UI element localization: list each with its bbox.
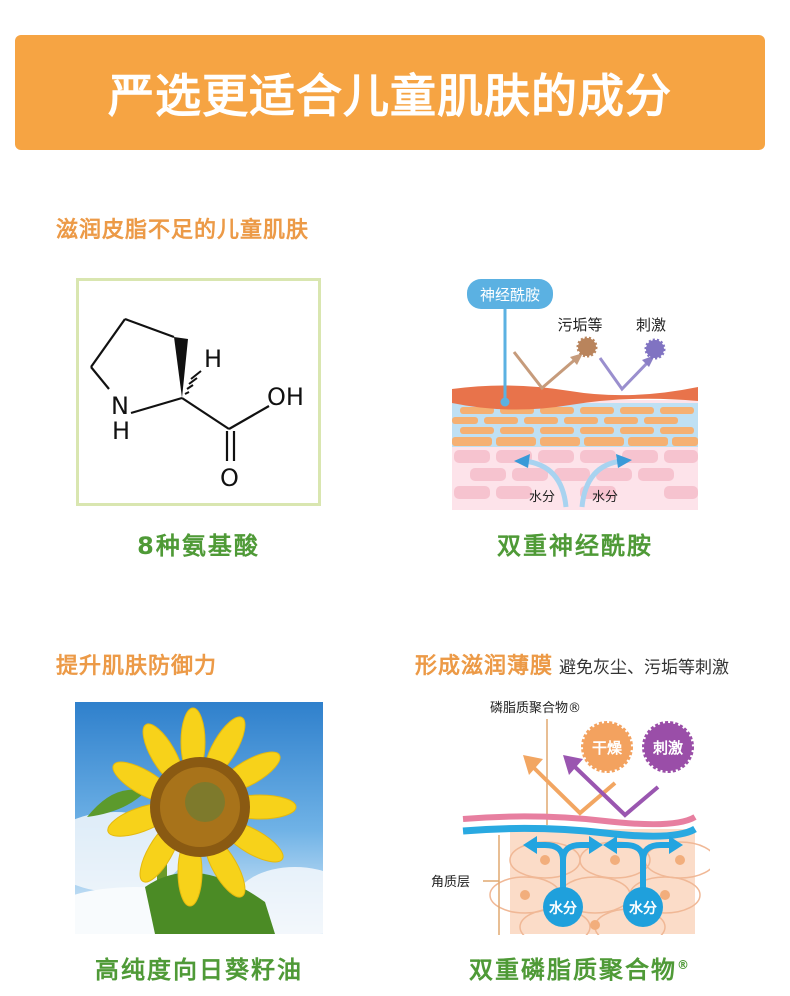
section2-right-title: 形成滋润薄膜避免灰尘、污垢等刺激 — [415, 648, 729, 680]
sunflower-image — [75, 702, 323, 934]
caption-phospholipid-text: 双重磷脂质聚合物 — [469, 956, 677, 984]
page-title: 严选更适合儿童肌肤的成分 — [108, 68, 672, 123]
caption-sunflower-oil: 高纯度向日葵籽油 — [95, 956, 303, 984]
svg-text:水分: 水分 — [529, 490, 555, 505]
svg-text:磷脂质聚合物®: 磷脂质聚合物® — [490, 701, 581, 716]
section2-left-title: 提升肌肤防御力 — [56, 654, 218, 679]
film-subtitle: 避免灰尘、污垢等刺激 — [559, 658, 730, 678]
svg-text:N: N — [111, 392, 129, 420]
svg-text:水分: 水分 — [549, 900, 577, 917]
svg-text:水分: 水分 — [629, 900, 657, 917]
phospholipid-skin-diagram: 磷脂质聚合物® 角质层 干燥 刺激 — [415, 695, 716, 946]
caption-amino-acids: 8种氨基酸 — [137, 532, 260, 560]
section1-title: 滋润皮脂不足的儿童肌肤 — [56, 218, 310, 243]
svg-text:水分: 水分 — [592, 490, 618, 505]
molecule-diagram-icon: H OH O N H — [90, 317, 304, 492]
caption-phospholipid: 双重磷脂质聚合物® — [430, 950, 730, 985]
film-title: 形成滋润薄膜 — [415, 654, 554, 679]
ceramide-skin-diagram: 神经酰胺 污垢等 刺激 水分 水分 — [450, 275, 700, 510]
svg-text:角质层: 角质层 — [431, 875, 470, 890]
svg-text:神经酰胺: 神经酰胺 — [480, 286, 540, 304]
svg-text:干燥: 干燥 — [592, 739, 623, 757]
svg-text:H: H — [204, 345, 222, 373]
svg-text:OH: OH — [267, 383, 304, 411]
svg-text:H: H — [112, 417, 130, 445]
svg-text:污垢等: 污垢等 — [557, 316, 602, 334]
header-banner: 严选更适合儿童肌肤的成分 — [15, 35, 765, 150]
svg-text:刺激: 刺激 — [636, 316, 666, 334]
registered-mark: ® — [677, 958, 691, 972]
svg-text:刺激: 刺激 — [653, 739, 684, 757]
proline-structure-image: H OH O N H — [76, 278, 321, 506]
svg-text:O: O — [220, 464, 239, 492]
caption-ceramide: 双重神经酰胺 — [497, 532, 653, 560]
